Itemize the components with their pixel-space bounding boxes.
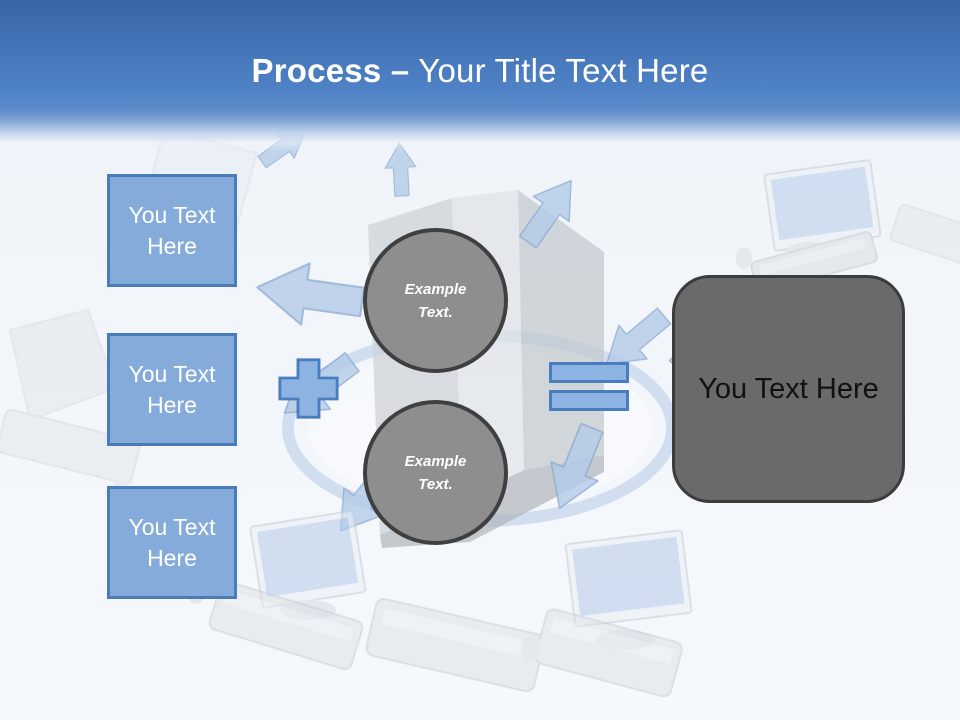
text-line: You Text xyxy=(128,201,216,228)
slide-title: Process –Your Title Text Here xyxy=(0,52,960,90)
equals-bar-top xyxy=(549,362,629,383)
circle-text-line: Example xyxy=(404,280,467,298)
circle-text-line: Example xyxy=(404,452,467,470)
text-line: Here xyxy=(147,391,197,418)
keyboard-graphic xyxy=(889,203,960,277)
result-placeholder-label: You Text Here xyxy=(698,372,879,405)
text-placeholder-1[interactable]: You Text Here xyxy=(107,174,237,287)
laptop-graphic xyxy=(0,308,141,504)
example-circle-1[interactable]: Example Text. xyxy=(363,228,508,373)
title-bar: Process –Your Title Text Here xyxy=(0,0,960,152)
slide-title-rest: Your Title Text Here xyxy=(418,52,709,89)
text-line: Here xyxy=(147,232,197,259)
equals-sign-shape[interactable] xyxy=(549,362,629,411)
workstation-top-right-graphic xyxy=(736,159,882,293)
plus-icon xyxy=(278,358,339,419)
monitor-graphic xyxy=(249,510,367,620)
result-placeholder[interactable]: You Text Here xyxy=(672,275,905,503)
circle-text-line: Text. xyxy=(418,475,453,493)
text-placeholder-1-label: You Text Here xyxy=(129,200,216,262)
text-line: You Text xyxy=(128,360,216,387)
slide-title-emphasis: Process – xyxy=(251,52,410,89)
equals-bar-bottom xyxy=(549,390,629,411)
text-line: You Text xyxy=(128,513,216,540)
text-line: Here xyxy=(147,544,197,571)
text-placeholder-3[interactable]: You Text Here xyxy=(107,486,237,599)
plus-sign-shape[interactable] xyxy=(277,357,340,420)
keyboard-graphic xyxy=(187,580,683,698)
circle-text-line: Text. xyxy=(418,303,453,321)
text-placeholder-2-label: You Text Here xyxy=(129,359,216,421)
text-placeholder-2[interactable]: You Text Here xyxy=(107,333,237,446)
example-circle-2[interactable]: Example Text. xyxy=(363,400,508,545)
text-placeholder-3-label: You Text Here xyxy=(129,512,216,574)
